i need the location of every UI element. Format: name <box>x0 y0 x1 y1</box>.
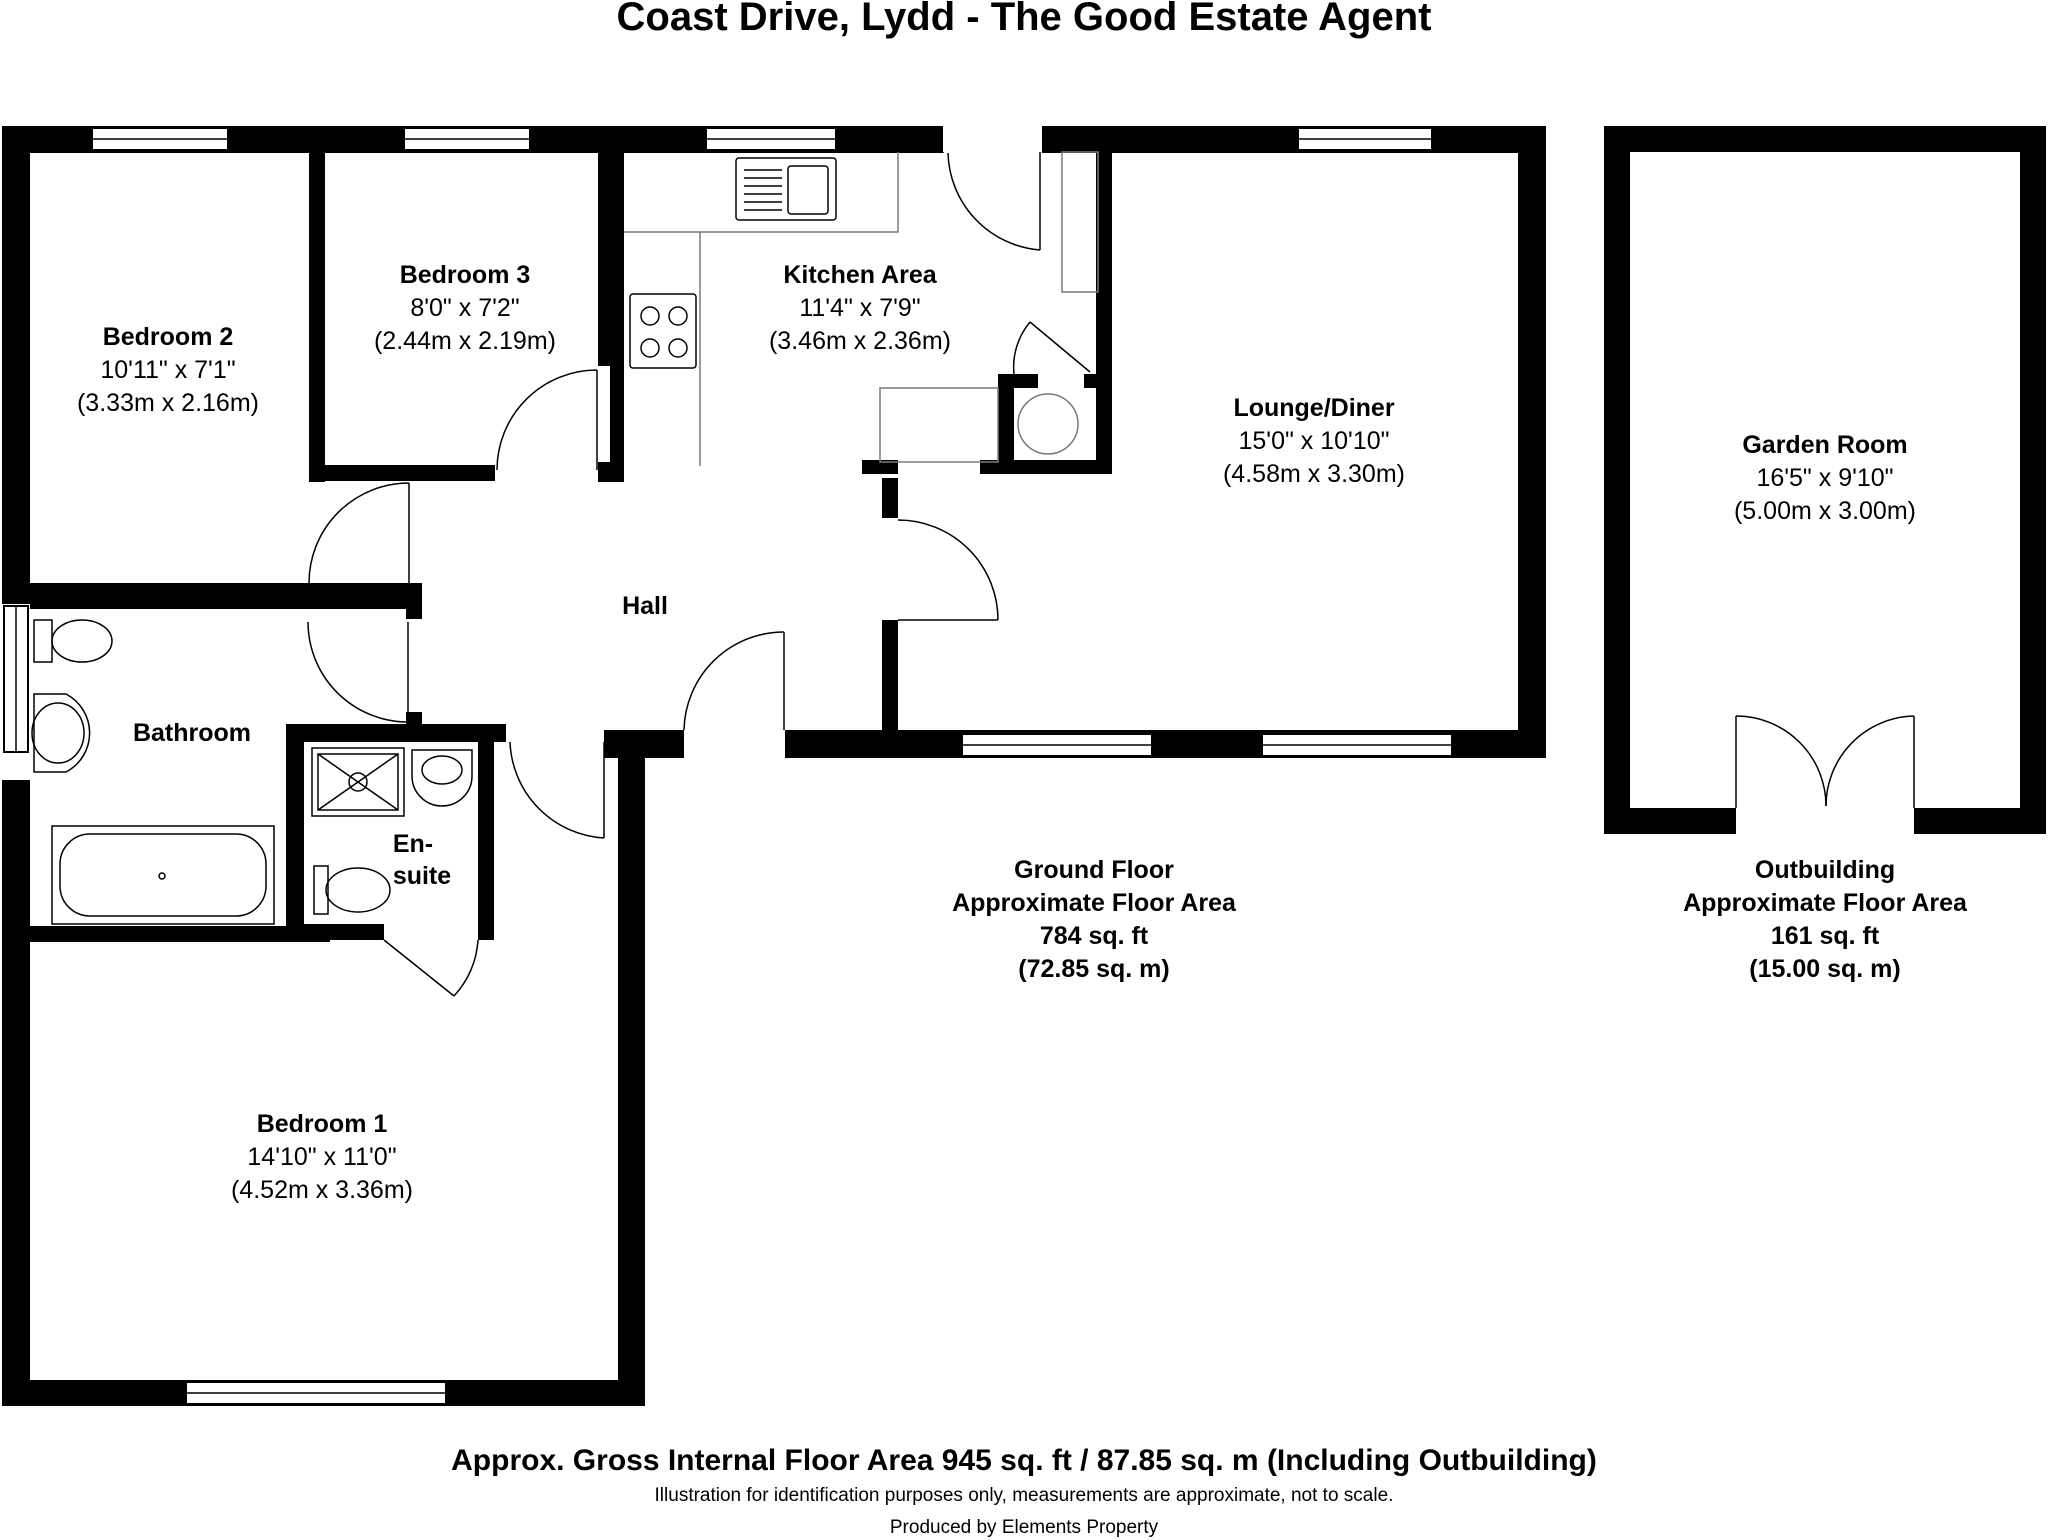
room-dimensions-metric: (2.44m x 2.19m) <box>374 327 556 355</box>
label-bedroom3: Bedroom 3 8'0" x 7'2" (2.44m x 2.19m) <box>374 261 556 355</box>
room-dimensions-imperial: 11'4" x 7'9" <box>799 294 920 322</box>
disclaimer: Illustration for identification purposes… <box>655 1485 1394 1506</box>
room-name: Bedroom 3 <box>400 261 531 289</box>
producer-credit: Produced by Elements Property <box>890 1517 1159 1538</box>
kitchen-sink-icon <box>735 157 837 221</box>
label-bedroom2: Bedroom 2 10'11" x 7'1" (3.33m x 2.16m) <box>77 323 259 417</box>
area-line: Outbuilding <box>1755 856 1895 884</box>
garden-room-doors <box>1735 715 1915 808</box>
area-line: Approximate Floor Area <box>952 889 1237 917</box>
room-name: Garden Room <box>1742 431 1907 459</box>
windows <box>3 127 1453 1405</box>
room-dimensions-imperial: 8'0" x 7'2" <box>410 294 519 322</box>
area-line: (15.00 sq. m) <box>1749 955 1900 983</box>
area-line: 161 sq. ft <box>1771 922 1880 950</box>
label-garden-room: Garden Room 16'5" x 9'10" (5.00m x 3.00m… <box>1734 431 1916 525</box>
main-walls <box>2 126 1546 1406</box>
plan-title: Coast Drive, Lydd - The Good Estate Agen… <box>617 0 1432 39</box>
room-dimensions-metric: (3.46m x 2.36m) <box>769 327 951 355</box>
ground-floor-area: Ground Floor Approximate Floor Area 784 … <box>952 856 1237 983</box>
room-name: Kitchen Area <box>783 261 937 289</box>
room-name-line1: En- <box>393 830 433 858</box>
room-dimensions-imperial: 10'11" x 7'1" <box>100 356 235 384</box>
area-line: (72.85 sq. m) <box>1018 955 1169 983</box>
doors <box>307 152 1091 997</box>
room-dimensions-metric: (4.58m x 3.30m) <box>1223 460 1405 488</box>
label-bathroom: Bathroom <box>133 719 251 747</box>
area-line: 784 sq. ft <box>1040 922 1149 950</box>
room-name: Lounge/Diner <box>1233 394 1394 422</box>
room-dimensions-metric: (3.33m x 2.16m) <box>77 389 259 417</box>
room-dimensions-imperial: 15'0" x 10'10" <box>1238 427 1389 455</box>
gross-internal-area: Approx. Gross Internal Floor Area 945 sq… <box>451 1444 1597 1477</box>
bathroom-fixtures <box>31 619 275 925</box>
label-kitchen: Kitchen Area 11'4" x 7'9" (3.46m x 2.36m… <box>769 261 951 355</box>
outbuilding-walls <box>1604 126 2046 834</box>
room-dimensions-metric: (5.00m x 3.00m) <box>1734 497 1916 525</box>
area-line: Ground Floor <box>1014 856 1174 884</box>
room-name-line2: suite <box>393 862 451 890</box>
room-dimensions-metric: (4.52m x 3.36m) <box>231 1176 413 1204</box>
area-line: Approximate Floor Area <box>1683 889 1968 917</box>
label-ensuite: En- suite <box>393 830 451 890</box>
label-bedroom1: Bedroom 1 14'10" x 11'0" (4.52m x 3.36m) <box>231 1110 413 1204</box>
kitchen-fixtures <box>624 151 1099 466</box>
room-dimensions-imperial: 16'5" x 9'10" <box>1756 464 1893 492</box>
label-hall: Hall <box>622 592 668 620</box>
ensuite-fixtures <box>311 747 473 915</box>
room-dimensions-imperial: 14'10" x 11'0" <box>247 1143 396 1171</box>
room-name: Bedroom 1 <box>257 1110 388 1138</box>
label-lounge: Lounge/Diner 15'0" x 10'10" (4.58m x 3.3… <box>1223 394 1405 488</box>
outbuilding-area: Outbuilding Approximate Floor Area 161 s… <box>1683 856 1968 983</box>
room-name: Bedroom 2 <box>103 323 234 351</box>
hob-icon <box>629 293 697 369</box>
